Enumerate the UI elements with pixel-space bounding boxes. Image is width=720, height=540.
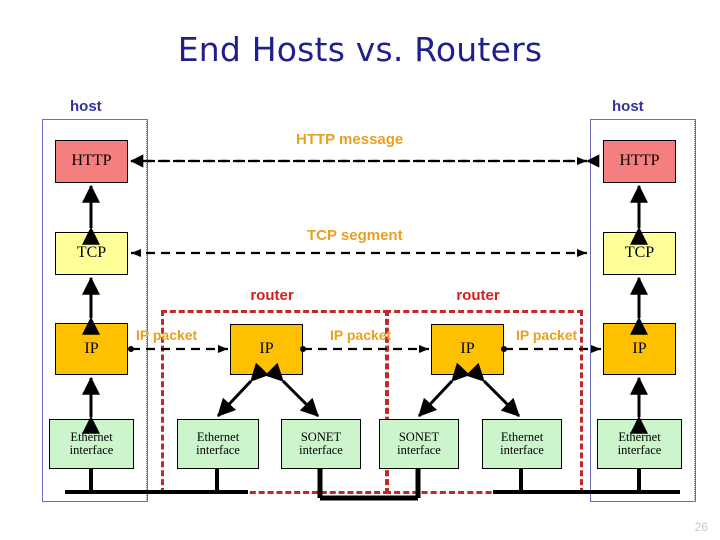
layer-box-ip-right[interactable]: IP [603,323,676,375]
packet-label-ip-packet-3: IP packet [516,327,578,343]
interface-line-1: SONET [300,429,342,444]
layer-box-tcp-right[interactable]: TCP [603,232,676,275]
router-frame-right [385,310,583,494]
page-number: 26 [694,520,708,534]
router-label-right: router [456,287,500,304]
host-boundary-dotted-left [146,119,147,500]
host-boundary-dotted-right [694,119,695,500]
interface-line-2: interface [69,443,114,457]
layer-box-ip-left[interactable]: IP [55,323,128,375]
interface-line-2: interface [196,443,240,457]
layer-box-http-right[interactable]: HTTP [603,140,676,183]
host-frame-right [590,119,696,502]
interface-box-host-right[interactable]: Ethernet interface [597,419,682,469]
interface-box-router-left-b[interactable]: SONET interface [281,419,361,469]
interface-line-1: Ethernet [70,429,113,444]
layer-box-tcp-left[interactable]: TCP [55,232,128,275]
interface-line-1: SONET [398,429,440,444]
page-title: End Hosts vs. Routers [177,30,543,69]
interface-line-1: Ethernet [618,429,661,444]
packet-label-tcp-segment: TCP segment [307,227,403,244]
packet-label-ip-packet-2: IP packet [330,327,392,343]
router-label-left: router [250,287,294,304]
interface-box-router-right-b[interactable]: Ethernet interface [482,419,562,469]
host-label-right: host [612,98,644,115]
interface-box-router-left-a[interactable]: Ethernet interface [177,419,259,469]
interface-line-1: Ethernet [500,429,544,444]
interface-box-host-left[interactable]: Ethernet interface [49,419,134,469]
interface-line-2: interface [397,443,441,457]
host-frame-left [42,119,148,502]
packet-label-ip-packet-1: IP packet [136,327,198,343]
layer-box-ip-router-left[interactable]: IP [230,324,303,375]
layer-box-http-left[interactable]: HTTP [55,140,128,183]
packet-label-http-message: HTTP message [296,131,404,148]
interface-line-2: interface [500,443,544,457]
interface-line-1: Ethernet [196,429,240,444]
interface-line-2: interface [299,443,343,457]
interface-line-2: interface [617,443,662,457]
host-label-left: host [70,98,102,115]
interface-box-router-right-a[interactable]: SONET interface [379,419,459,469]
layer-box-ip-router-right[interactable]: IP [431,324,504,375]
